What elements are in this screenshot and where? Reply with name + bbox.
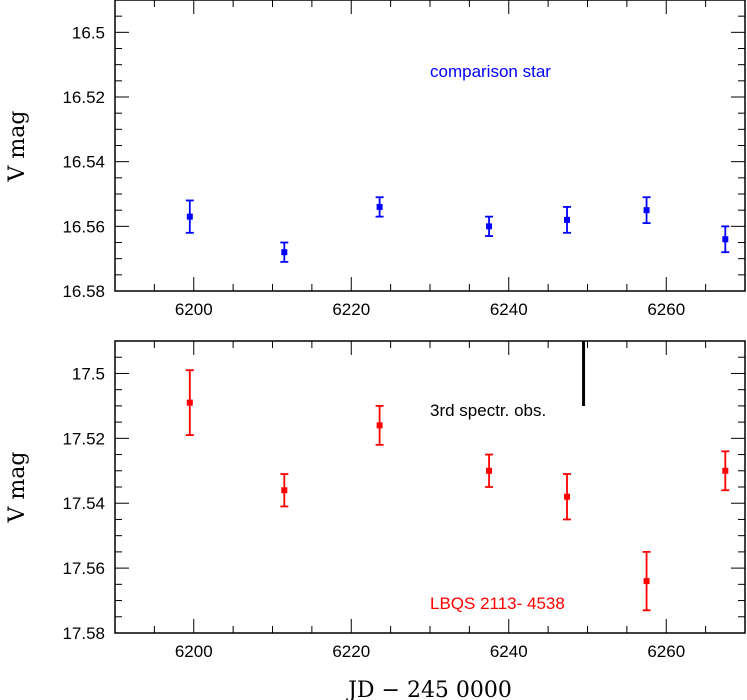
- data-point: [486, 223, 493, 230]
- data-point: [564, 493, 571, 500]
- y-tick-label: 17.56: [62, 559, 105, 578]
- y-tick-label: 17.54: [62, 494, 105, 513]
- data-point: [643, 578, 650, 585]
- top-plot-frame: [114, 0, 746, 292]
- comparison-star-label: comparison star: [430, 62, 551, 81]
- bottom-data-series: [185, 369, 730, 612]
- bottom-panel: 6200 6220 6240 6260 17.5 17.52 17.54 17.56 17.58…: [5, 340, 746, 700]
- y-tick-label: 16.52: [62, 88, 105, 107]
- y-tick-label: 17.58: [62, 624, 105, 643]
- bottom-plot-frame: [114, 340, 746, 634]
- x-tick-label: 6240: [490, 642, 528, 661]
- y-tick-label: 17.5: [72, 364, 105, 383]
- data-point: [564, 216, 571, 223]
- bottom-xlabel: JD − 245 0000: [346, 678, 512, 700]
- x-tick-label: 6220: [332, 642, 370, 661]
- top-panel: 6200 6220 6240 6260 16.5 16.52 16.54 16.56 16.58…: [5, 0, 746, 319]
- quasar-label: LBQS 2113- 4538: [430, 594, 565, 613]
- data-point: [281, 487, 288, 494]
- x-tick-label: 6200: [175, 300, 213, 319]
- x-tick-label: 6240: [490, 300, 528, 319]
- top-axis-ticks: [115, 0, 745, 291]
- bottom-axis-ticks: [115, 341, 745, 633]
- data-point: [186, 399, 193, 406]
- x-tick-label: 6260: [647, 300, 685, 319]
- data-point: [281, 249, 288, 256]
- top-ylabel: V mag: [5, 111, 30, 183]
- y-tick-label: 16.58: [62, 282, 105, 301]
- data-point: [722, 236, 729, 243]
- x-tick-label: 6260: [647, 642, 685, 661]
- top-data-series: [185, 196, 730, 263]
- data-point: [643, 207, 650, 214]
- x-tick-label: 6220: [332, 300, 370, 319]
- third-spectrum-label: 3rd spectr. obs.: [430, 401, 546, 420]
- bottom-ylabel: V mag: [5, 452, 30, 524]
- y-tick-label: 16.5: [72, 23, 105, 42]
- data-point: [722, 467, 729, 474]
- data-point: [186, 213, 193, 220]
- x-tick-label: 6200: [175, 642, 213, 661]
- data-point: [486, 467, 493, 474]
- y-tick-label: 16.56: [62, 217, 105, 236]
- bottom-tick-labels: 6200 6220 6240 6260 17.5 17.52 17.54 17.56 17.58: [62, 364, 685, 661]
- data-point: [376, 203, 383, 210]
- top-tick-labels: 6200 6220 6240 6260 16.5 16.52 16.54 16.56 16.58: [62, 23, 685, 319]
- data-point: [376, 422, 383, 429]
- y-tick-label: 16.54: [62, 153, 105, 172]
- y-tick-label: 17.52: [62, 429, 105, 448]
